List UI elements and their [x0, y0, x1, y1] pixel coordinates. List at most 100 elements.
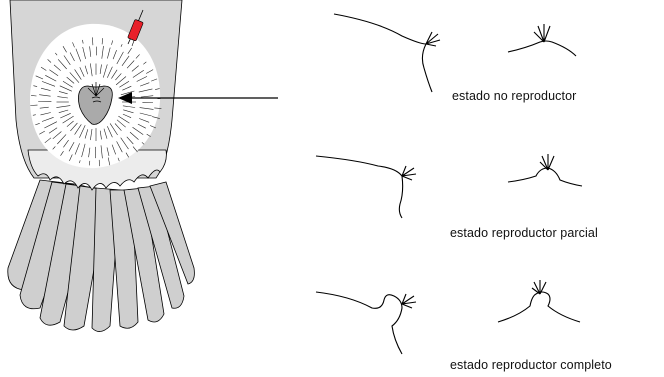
- feather-stroke: [139, 107, 154, 110]
- feather-stroke: [44, 121, 58, 129]
- feather-stroke: [66, 76, 75, 84]
- feather-stroke: [106, 147, 110, 156]
- feather-hatching: [30, 37, 162, 167]
- label-full-breeding: estado reproductor completo: [450, 358, 612, 372]
- feather-stroke: [74, 69, 82, 80]
- feather-stroke: [132, 146, 138, 153]
- feather-stroke: [81, 143, 86, 158]
- feather-stroke: [82, 47, 86, 59]
- profiles-partial-breeding: [315, 154, 583, 219]
- feather-stroke: [72, 42, 75, 48]
- feather-stroke: [137, 123, 146, 129]
- feather-stroke: [132, 126, 144, 135]
- feather-stroke: [69, 154, 73, 162]
- label-non-breeding: estado no reproductor: [452, 89, 577, 103]
- feather-stroke: [126, 136, 134, 145]
- feather-stroke: [84, 65, 88, 75]
- feather-stroke: [101, 45, 104, 59]
- feather-stroke: [52, 131, 62, 140]
- front-profile-feathers: [533, 24, 551, 43]
- feather-stroke: [63, 139, 69, 148]
- feather-stroke: [107, 66, 113, 78]
- feather-stroke: [40, 66, 47, 71]
- feather-stroke: [53, 64, 61, 71]
- feather-stroke: [103, 128, 108, 139]
- feather-stroke: [70, 122, 78, 132]
- feather-stroke: [84, 129, 89, 139]
- feather-stroke: [107, 47, 111, 59]
- feather-stroke: [49, 69, 59, 77]
- feather-stroke: [107, 157, 111, 166]
- feather-stroke: [40, 112, 51, 116]
- feather-stroke: [35, 123, 40, 126]
- feather-stroke: [122, 85, 132, 91]
- feather-stroke: [112, 49, 117, 60]
- side-profile-non-breeding: [333, 13, 433, 93]
- feather-stroke: [68, 141, 75, 152]
- feather-stroke: [143, 61, 147, 65]
- feather-stroke: [129, 131, 139, 140]
- feather-stroke: [139, 82, 150, 87]
- feather-stroke: [60, 113, 71, 119]
- feather-stroke: [69, 52, 75, 62]
- feather-stroke: [57, 59, 67, 70]
- feather-stroke: [74, 143, 80, 155]
- feather-stroke: [132, 70, 144, 78]
- label-partial-breeding: estado reproductor parcial: [450, 226, 598, 240]
- side-profile-partial: [315, 155, 404, 219]
- feather-stroke: [55, 52, 58, 56]
- feather-stroke: [60, 151, 64, 156]
- feather-stroke: [57, 134, 67, 145]
- feather-stroke: [122, 105, 136, 108]
- feather-stroke: [149, 125, 157, 129]
- feather-stroke: [111, 69, 118, 79]
- feather-stroke: [120, 137, 129, 150]
- feather-stroke: [79, 125, 86, 138]
- feather-stroke: [123, 109, 134, 114]
- feather-stroke: [92, 37, 94, 46]
- feather-stroke: [62, 115, 74, 124]
- feather-stroke: [139, 112, 152, 117]
- feather-stroke: [79, 67, 85, 77]
- feather-stroke: [75, 48, 82, 62]
- feather-stroke: [146, 133, 151, 137]
- front-profile-non-breeding: [507, 40, 577, 57]
- feather-stroke: [40, 87, 51, 91]
- feather-stroke: [63, 55, 71, 65]
- profiles-full-breeding: [315, 280, 581, 355]
- feather-stroke: [35, 75, 44, 80]
- feather-stroke: [103, 64, 108, 78]
- feather-stroke: [89, 46, 92, 57]
- feather-stroke: [117, 157, 120, 162]
- front-profile-partial: [507, 167, 583, 187]
- feather-stroke: [82, 39, 84, 44]
- feather-stroke: [122, 113, 132, 118]
- feather-stroke: [116, 51, 124, 65]
- feather-stroke: [120, 44, 123, 47]
- feather-stroke: [107, 126, 113, 138]
- feather-stroke: [146, 69, 154, 74]
- feather-stroke: [140, 95, 154, 98]
- feather-stroke: [131, 65, 139, 72]
- feather-stroke: [58, 91, 68, 95]
- feather-stroke: [57, 96, 68, 99]
- feather-stroke: [41, 81, 56, 87]
- feather-stroke: [118, 115, 130, 124]
- feather-stroke: [120, 90, 135, 96]
- feather-stroke: [109, 123, 118, 136]
- feather-stroke: [62, 80, 73, 88]
- feather-stroke: [88, 147, 91, 158]
- feather-stroke: [47, 59, 52, 63]
- feather-stroke: [45, 75, 57, 82]
- bird-illustration: [7, 0, 278, 332]
- profiles-non-breeding: [333, 13, 577, 93]
- feather-stroke: [154, 107, 162, 109]
- feather-stroke: [90, 63, 93, 77]
- feather-stroke: [114, 123, 122, 131]
- feather-stroke: [69, 72, 80, 83]
- feather-stroke: [111, 144, 116, 155]
- feather-stroke: [125, 152, 129, 158]
- feather-stroke: [56, 105, 71, 108]
- feather-stroke: [74, 124, 82, 135]
